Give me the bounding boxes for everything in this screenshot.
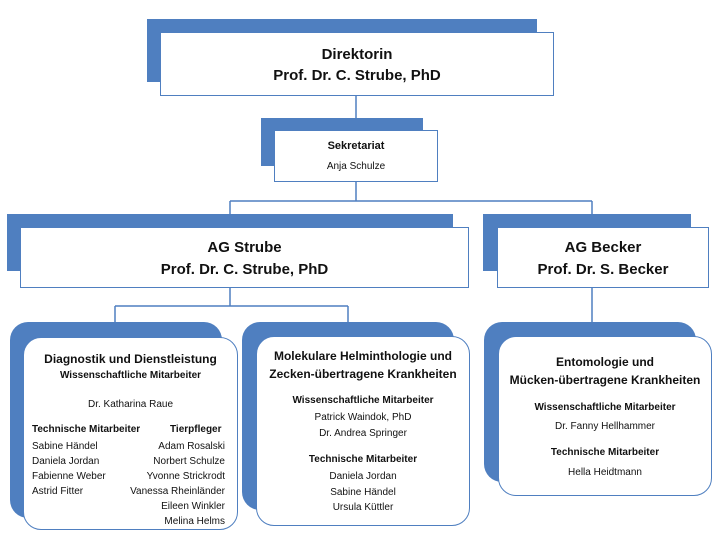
director-name: Prof. Dr. C. Strube, PhD	[273, 67, 441, 84]
diagnostik-tech-heading: Technische Mitarbeiter	[32, 424, 141, 435]
secretariat-title: Sekretariat	[327, 140, 385, 152]
diagnostik-keeper-heading: Tierpfleger	[170, 424, 222, 435]
diagnostik-keeper: Yvonne Strickrodt	[146, 471, 225, 482]
entomologie-box: Entomologie und Mücken-übertragene Krank…	[498, 336, 712, 496]
diagnostik-keeper: Vanessa Rheinländer	[130, 486, 225, 497]
diagnostik-tech-staff: Daniela Jordan	[32, 456, 100, 467]
diagnostik-tech-staff: Fabienne Weber	[32, 471, 106, 482]
helminth-sci-staff: Patrick Waindok, PhD	[314, 412, 412, 423]
diagnostik-keeper: Adam Rosalski	[158, 441, 225, 452]
entomologie-title-line2: Mücken-übertragene Krankheiten	[509, 373, 701, 387]
entomologie-sci-staff: Dr. Fanny Hellhammer	[554, 421, 656, 432]
director-title: Direktorin	[321, 46, 393, 63]
helminth-sci-heading: Wissenschaftliche Mitarbeiter	[292, 395, 434, 406]
helminth-title-line2: Zecken-übertragene Krankheiten	[269, 367, 457, 381]
helminth-tech-staff: Sabine Händel	[330, 487, 396, 498]
diagnostik-tech-staff: Sabine Händel	[32, 441, 98, 452]
diagnostik-keeper: Norbert Schulze	[153, 456, 225, 467]
helminth-tech-staff: Daniela Jordan	[329, 471, 397, 482]
helminth-tech-heading: Technische Mitarbeiter	[308, 454, 418, 465]
helminth-tech-staff: Ursula Küttler	[332, 502, 394, 513]
diagnostik-box: Diagnostik und Dienstleistung Wissenscha…	[23, 337, 238, 530]
director-box: Direktorin Prof. Dr. C. Strube, PhD	[160, 32, 554, 96]
entomologie-title-line1: Entomologie und	[556, 355, 654, 369]
ag-becker-title: AG Becker	[564, 239, 642, 256]
ag-strube-leader: Prof. Dr. C. Strube, PhD	[160, 261, 329, 278]
ag-strube-box: AG Strube Prof. Dr. C. Strube, PhD	[20, 227, 469, 288]
entomologie-sci-heading: Wissenschaftliche Mitarbeiter	[534, 402, 676, 413]
secretariat-name: Anja Schulze	[326, 161, 386, 172]
entomologie-tech-staff: Hella Heidtmann	[568, 467, 642, 478]
diagnostik-keeper: Eileen Winkler	[161, 501, 225, 512]
helminth-sci-staff: Dr. Andrea Springer	[319, 428, 407, 439]
ag-becker-leader: Prof. Dr. S. Becker	[537, 261, 669, 278]
diagnostik-sci-staff: Dr. Katharina Raue	[87, 399, 174, 410]
entomologie-tech-heading: Technische Mitarbeiter	[550, 447, 660, 458]
helminth-title-line1: Molekulare Helminthologie und	[273, 349, 452, 363]
ag-becker-box: AG Becker Prof. Dr. S. Becker	[497, 227, 709, 288]
diagnostik-tech-staff: Astrid Fitter	[32, 486, 84, 497]
ag-strube-title: AG Strube	[207, 239, 282, 256]
secretariat-box: Sekretariat Anja Schulze	[274, 130, 438, 182]
diagnostik-keeper: Melina Helms	[164, 516, 225, 527]
helminth-box: Molekulare Helminthologie und Zecken-übe…	[256, 336, 470, 526]
diagnostik-title: Diagnostik und Dienstleistung	[44, 352, 217, 366]
diagnostik-sci-heading: Wissenschaftliche Mitarbeiter	[59, 370, 202, 381]
